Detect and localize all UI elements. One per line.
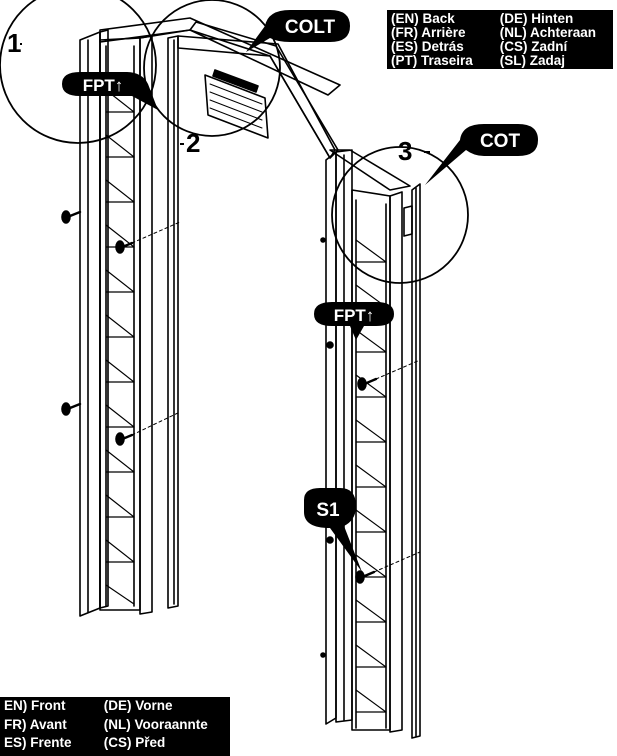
top-frame [99, 17, 411, 191]
detail-circle-3 [331, 146, 469, 284]
detail-number-3: 3 [398, 136, 412, 166]
detail-circle-1 [0, 0, 157, 144]
left-louvres [105, 89, 135, 605]
legend-front: EN) Front (DE) Vorne FR) Avant (NL) Voor… [0, 697, 230, 756]
detail-number-1: 1 [7, 28, 21, 58]
legend-back-en: (EN) Back [391, 11, 455, 26]
svg-text:COT: COT [480, 131, 521, 152]
screw-right-lower-icon [355, 570, 376, 584]
legend-front-en: EN) Front [4, 698, 66, 713]
detail-number-2: 2 [186, 128, 200, 158]
legend-front-de: (DE) Vorne [103, 698, 173, 713]
svg-text:FPT↑: FPT↑ [334, 306, 375, 325]
callout-cot: COT [425, 124, 538, 185]
screw-left-lower-inner-icon [115, 432, 134, 446]
legend-front-fr: FR) Avant [4, 716, 67, 732]
legend-back-es: (ES) Detrás [391, 39, 464, 54]
roof-vent [204, 69, 269, 139]
legend-back-sl: (SL) Zadaj [499, 53, 566, 68]
svg-text:COLT: COLT [285, 17, 336, 38]
legend-back-nl: (NL) Achteraan [499, 25, 597, 40]
left-wall-panel [79, 29, 179, 617]
screw-right-upper-icon [357, 377, 378, 391]
legend-front-es: ES) Frente [4, 735, 72, 751]
legend-front-nl: (NL) Vooraannte [103, 716, 208, 732]
callout-colt: COLT [246, 10, 350, 52]
callout-fpt-left: FPT↑ [62, 72, 158, 110]
svg-text:FPT↑: FPT↑ [83, 76, 124, 95]
legend-back-cs: (CS) Zadní [499, 39, 568, 54]
legend-back-fr: (FR) Arrière [391, 25, 466, 40]
legend-back-pt: (PT) Traseira [391, 53, 473, 68]
screw-left-upper-inner-icon [115, 240, 134, 254]
legend-front-cs: (CS) Před [103, 735, 166, 751]
screws [61, 210, 421, 584]
legend-back-de: (DE) Hinten [499, 11, 574, 26]
screw-left-upper-outer-icon [61, 210, 82, 224]
legend-back: (EN) Back (DE) Hinten (FR) Arrière (NL) … [387, 10, 613, 69]
callout-fpt-right: FPT↑ [314, 302, 394, 340]
screw-left-lower-outer-icon [61, 402, 82, 416]
callout-s1: S1 [304, 488, 362, 572]
detail-circle-2 [143, 0, 281, 137]
svg-text:S1: S1 [316, 500, 340, 521]
